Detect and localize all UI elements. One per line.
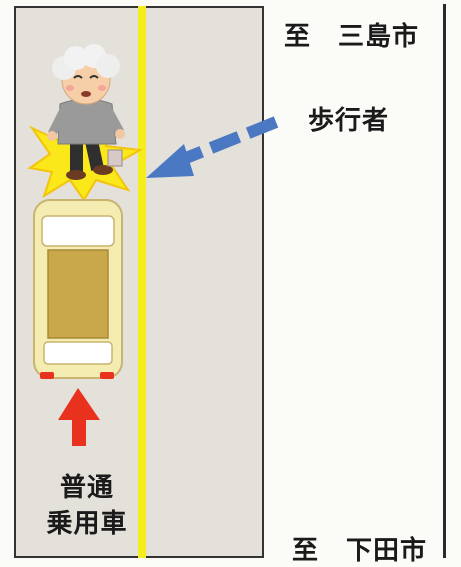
dashed-arrow-left-icon: [146, 116, 279, 178]
arrow-up-icon: [58, 388, 100, 446]
right-border-line: [443, 4, 446, 558]
vehicle-label-line2: 乗用車: [46, 509, 128, 539]
pedestrian-label: 歩行者: [308, 106, 390, 136]
car-top-view-icon: [33, 199, 123, 379]
vehicle-label-line1: 普通: [59, 473, 114, 503]
vehicle-label: 普通 乗用車: [44, 470, 130, 542]
south-destination-label: 至 下田市: [292, 536, 428, 566]
center-line: [138, 6, 146, 558]
elderly-man-icon: [47, 44, 125, 180]
north-destination-label: 至 三島市: [284, 22, 420, 52]
